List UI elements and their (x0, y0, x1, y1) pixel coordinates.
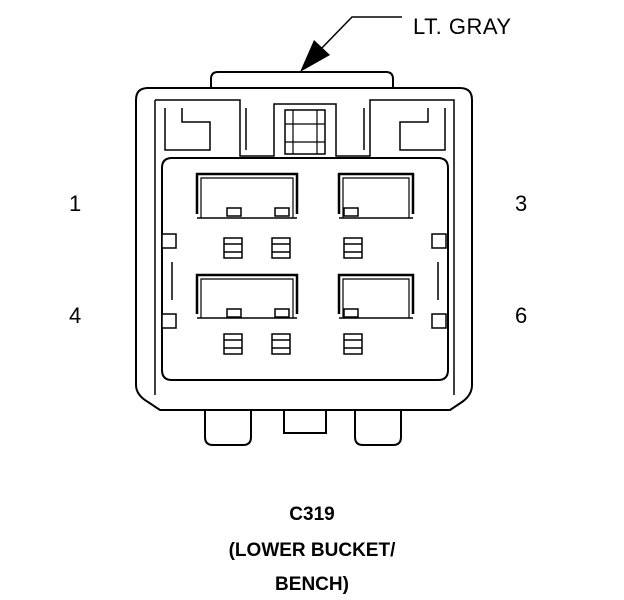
pin-label-1: 1 (69, 191, 82, 216)
pin-label-6: 6 (515, 303, 528, 328)
connector-inner-wall (154, 99, 455, 395)
terminal-latches (223, 237, 363, 355)
latch-lock-detail (284, 109, 326, 155)
connector-id-caption: C319 (289, 504, 335, 525)
pin-label-4: 4 (69, 303, 82, 328)
connector-cavity-body (161, 157, 449, 381)
terminal-cavity-pin-1-2 (195, 172, 299, 219)
terminal-cavity-pin-6 (337, 273, 415, 319)
side-notches (161, 233, 447, 329)
wire-color-label: LT. GRAY (413, 14, 512, 39)
color-leader-arrow (300, 16, 402, 72)
connector-location-caption-line2: BENCH) (275, 574, 349, 595)
terminal-cavity-pin-3 (337, 172, 415, 219)
pin-label-3: 3 (515, 191, 528, 216)
connector-location-caption-line1: (LOWER BUCKET/ (228, 540, 396, 561)
connector-latch-tab (210, 71, 394, 88)
terminal-cavity-pin-4-5 (195, 273, 299, 319)
